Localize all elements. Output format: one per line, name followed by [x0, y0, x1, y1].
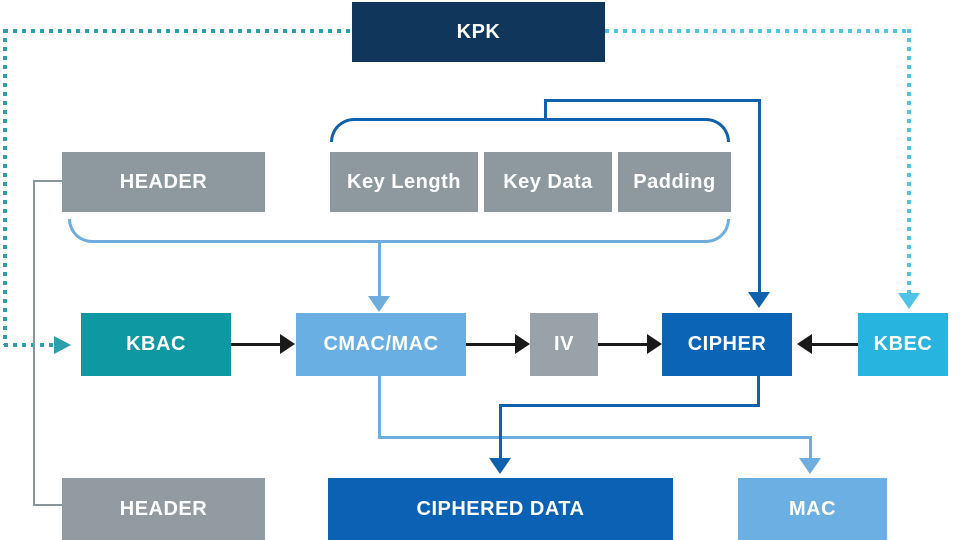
connector-kpk-kbac-vertical — [3, 29, 7, 345]
node-cmac-mac: CMAC/MAC — [296, 313, 466, 376]
connector-header-header-top — [33, 180, 62, 182]
node-header-top: HEADER — [62, 152, 265, 212]
iv-cipher-arrowhead — [647, 334, 662, 354]
node-kbac: KBAC — [81, 313, 231, 376]
connector-header-header-vertical — [33, 180, 35, 506]
kbac-cmac-arrowhead — [280, 334, 295, 354]
kpk-kbec-arrowhead — [898, 293, 920, 309]
cipher-ciphered-arrowhead — [489, 458, 511, 474]
node-key-data: Key Data — [484, 152, 612, 212]
connector-cipher-ciphered-horizontal — [499, 404, 760, 407]
kpk-kbac-arrowhead — [54, 336, 71, 354]
connector-iv-cipher — [598, 343, 648, 346]
node-iv: IV — [530, 313, 598, 376]
connector-header-header-bottom — [33, 504, 62, 506]
connector-kbac-cmac — [231, 343, 281, 346]
node-key-length: Key Length — [330, 152, 478, 212]
node-ciphered-data: CIPHERED DATA — [328, 478, 673, 540]
bracket-cmac-stem — [378, 242, 381, 296]
connector-cipher-ciphered-vertical — [499, 404, 502, 458]
node-padding: Padding — [618, 152, 731, 212]
node-header-bottom: HEADER — [62, 478, 265, 540]
node-mac: MAC — [738, 478, 887, 540]
node-kpk: KPK — [352, 2, 605, 62]
connector-cmac-mac-vertical — [809, 436, 812, 458]
bracket-cipher-horizontal — [544, 99, 761, 102]
bracket-cmac-arrowhead — [368, 296, 390, 312]
fields-bottom-bracket — [68, 219, 730, 243]
cmac-mac-arrowhead — [799, 458, 821, 474]
node-kbec: KBEC — [858, 313, 948, 376]
bracket-cipher-vertical — [758, 99, 761, 292]
connector-kpk-kbac-top — [4, 29, 352, 33]
key-fields-top-bracket — [330, 118, 730, 142]
connector-kpk-kbec-top — [605, 29, 911, 33]
connector-cmac-mac-drop — [378, 376, 381, 436]
cmac-iv-arrowhead — [515, 334, 530, 354]
connector-cipher-ciphered-drop — [757, 376, 760, 404]
connector-kpk-kbac-bottom — [4, 343, 56, 347]
connector-cmac-mac-horizontal — [378, 436, 812, 439]
bracket-cipher-arrowhead — [748, 292, 770, 308]
bracket-cipher-stem — [544, 99, 547, 118]
connector-cmac-iv — [466, 343, 516, 346]
node-cipher: CIPHER — [662, 313, 792, 376]
kbec-cipher-arrowhead — [797, 334, 812, 354]
connector-kpk-kbec-vertical — [907, 29, 911, 293]
connector-kbec-cipher — [812, 343, 858, 346]
